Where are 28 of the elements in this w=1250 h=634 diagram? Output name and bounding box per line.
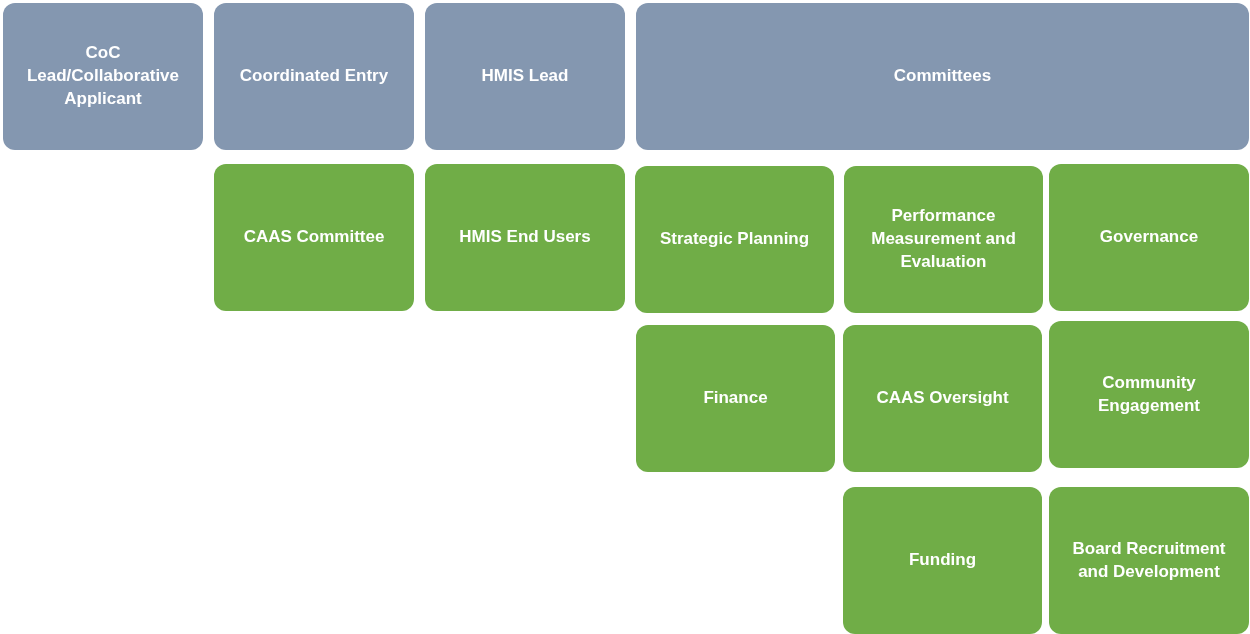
header-box: [214, 3, 414, 150]
box-label: Board Recruitment and Development: [1071, 537, 1227, 583]
header-box: [425, 3, 625, 150]
box-label: CAAS Committee: [243, 226, 385, 249]
committee-box: [425, 164, 625, 311]
box-label: HMIS Lead: [481, 65, 569, 88]
box-label: Coordinated Entry: [239, 65, 389, 88]
committee-box: [214, 164, 414, 311]
header-box: [3, 3, 203, 150]
header-box: [636, 3, 1249, 150]
box-label: Committees: [893, 65, 992, 88]
committee-box: [636, 325, 835, 472]
box-label: HMIS End Users: [459, 226, 591, 249]
box-label: CoC Lead/Collaborative Applicant: [25, 42, 181, 110]
box-label: Finance: [703, 387, 768, 410]
committee-box: [635, 166, 834, 313]
committee-box: [844, 166, 1043, 313]
box-label: Strategic Planning: [659, 228, 810, 251]
box-label: Performance Measurement and Evaluation: [870, 205, 1017, 273]
box-label: Governance: [1099, 226, 1199, 249]
box-label: CAAS Oversight: [876, 387, 1009, 410]
box-label: Community Engagement: [1097, 371, 1201, 417]
committee-box: [1049, 321, 1249, 468]
committee-box: [843, 325, 1042, 472]
box-label: Funding: [909, 549, 976, 572]
committee-box: [843, 487, 1042, 634]
committee-box: [1049, 487, 1249, 634]
committee-box: [1049, 164, 1249, 311]
